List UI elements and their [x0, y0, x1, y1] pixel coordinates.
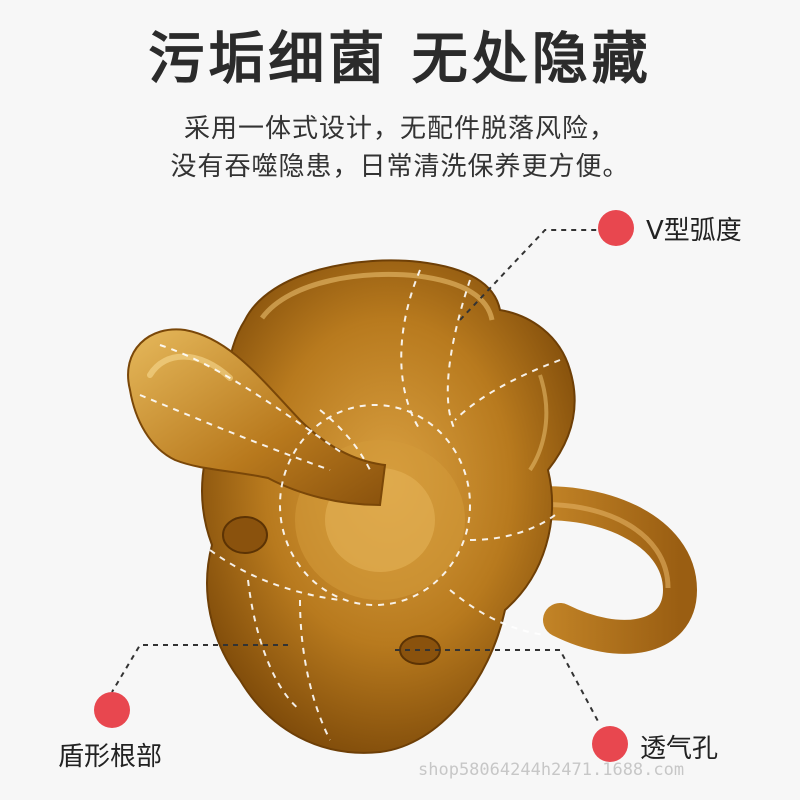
pacifier-handle	[127, 328, 387, 507]
subtitle-line-2: 没有吞噬隐患，日常清洗保养更方便。	[170, 152, 630, 182]
leader-v-curve	[459, 229, 598, 321]
callout-leaders	[111, 229, 601, 726]
leader-shield-base	[111, 644, 288, 693]
callout-dot-shield-base	[94, 692, 130, 728]
pacifier-shield	[201, 259, 576, 754]
callout-label-air-hole: 透气孔	[640, 734, 719, 764]
air-hole-left	[222, 516, 268, 554]
callout-label-v-curve: V型弧度	[646, 216, 742, 246]
pacifier-ring	[503, 486, 698, 654]
watermark: shop58064244h2471.1688.com	[418, 760, 685, 780]
callout-label-shield-base: 盾形根部	[58, 742, 163, 772]
headline: 污垢细菌 无处隐藏	[148, 27, 652, 92]
leader-air-hole	[395, 649, 601, 726]
subtitle-line-1: 采用一体式设计，无配件脱落风险，	[183, 114, 616, 144]
callout-dot-air-hole	[592, 726, 628, 762]
callout-dot-v-curve	[598, 210, 634, 246]
dashed-contours	[139, 269, 561, 741]
